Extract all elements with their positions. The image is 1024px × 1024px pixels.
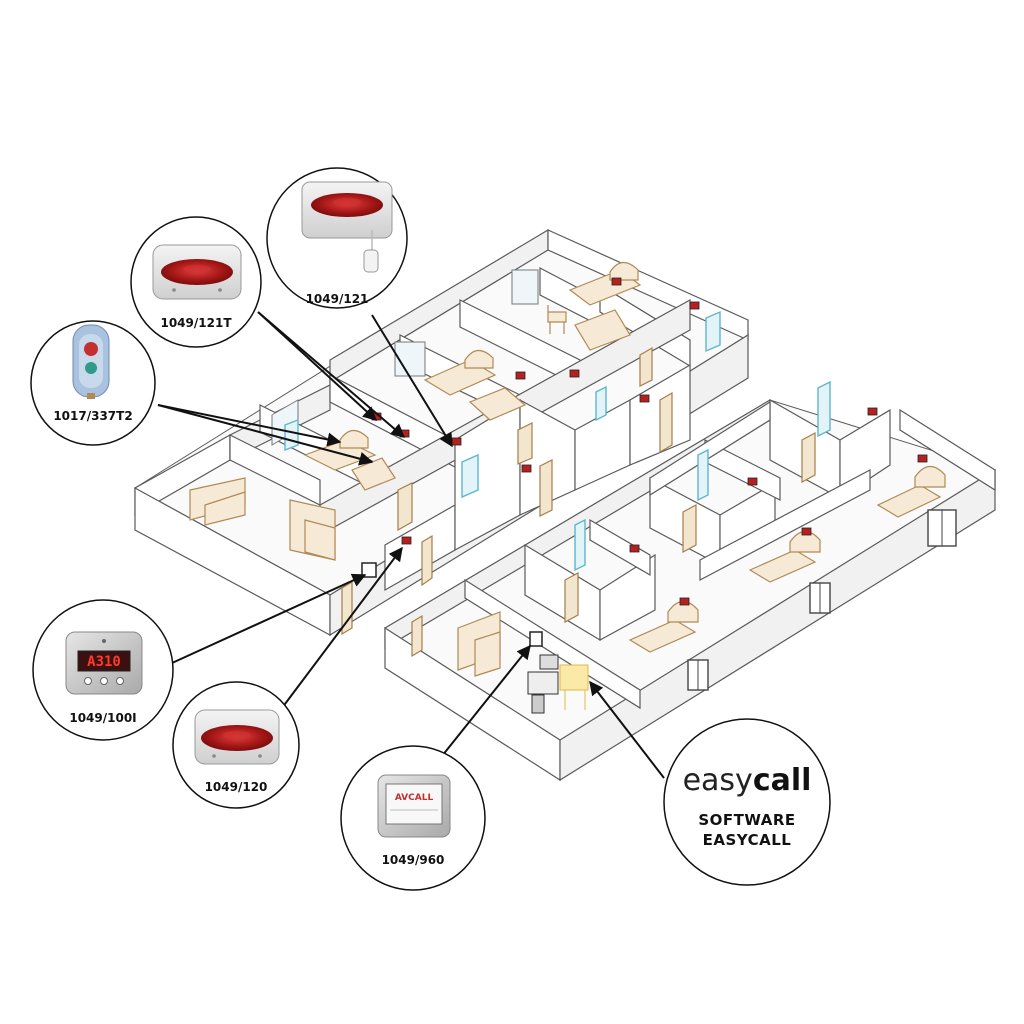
software-line-2: EASYCALL xyxy=(703,831,792,849)
software-line-1: SOFTWARE xyxy=(698,811,795,829)
nurse-station xyxy=(527,631,589,714)
lower-wing xyxy=(384,380,997,782)
callout-software-easycall: easycall SOFTWARE EASYCALL xyxy=(663,718,831,886)
device-code-label: 1049/960 xyxy=(382,853,445,867)
connector-arrows xyxy=(157,311,665,779)
device-code-label: 1049/121T xyxy=(160,316,232,330)
screen-logo: AVCALL xyxy=(395,793,434,803)
device-code-label: 1049/100I xyxy=(69,711,136,725)
device-code-label: 1017/337T2 xyxy=(53,409,132,423)
callout-1049-121t: 1049/121T xyxy=(130,216,262,348)
window-icon xyxy=(687,509,957,691)
easycall-logo: easycall xyxy=(683,763,812,798)
callout-1049-120: 1049/120 xyxy=(172,681,300,809)
chair-icon xyxy=(547,305,567,334)
callout-1049-960: AVCALL 1049/960 xyxy=(340,745,486,891)
upper-wing xyxy=(134,228,750,637)
callout-1049-121: 1049/121 xyxy=(266,167,408,309)
display-readout: A310 xyxy=(87,654,121,670)
device-code-label: 1049/121 xyxy=(306,292,369,306)
device-code-label: 1049/120 xyxy=(205,780,268,794)
callout-1017-337t2: 1017/337T2 xyxy=(30,320,156,446)
callout-1049-100i: A310 1049/100I xyxy=(32,599,174,741)
